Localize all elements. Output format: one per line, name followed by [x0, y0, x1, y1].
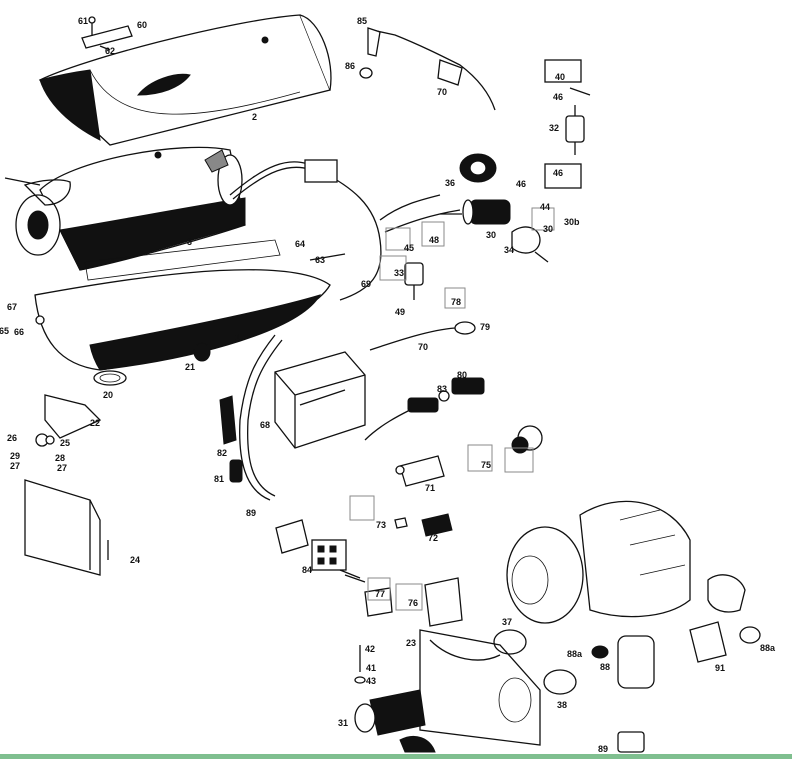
label-21: 21 — [185, 362, 195, 372]
label-24: 24 — [130, 555, 140, 565]
label-30b: 30b — [564, 217, 580, 227]
label-27-b: 27 — [57, 463, 67, 473]
relay-bracket-part — [364, 577, 541, 746]
label-46-b: 46 — [553, 168, 563, 178]
label-66: 66 — [14, 327, 24, 337]
label-45: 45 — [404, 243, 414, 253]
label-63: 63 — [315, 255, 325, 265]
label-78: 78 — [451, 297, 461, 307]
label-61: 61 — [78, 16, 88, 26]
bottom-status-bar — [0, 754, 792, 759]
label-37: 37 — [502, 617, 512, 627]
label-48: 48 — [429, 235, 439, 245]
mounting-bracket-part — [24, 394, 109, 576]
label-80: 80 — [457, 370, 467, 380]
label-85: 85 — [357, 16, 367, 26]
label-33: 33 — [394, 268, 404, 278]
dosing-pump-part — [379, 255, 424, 300]
bracket-part-60 — [81, 16, 133, 51]
glow-cable-part — [369, 287, 476, 351]
label-38: 38 — [557, 700, 567, 710]
label-64: 64 — [295, 239, 305, 249]
label-75: 75 — [481, 460, 491, 470]
label-89-left: 89 — [246, 508, 256, 518]
label-27-a: 27 — [10, 461, 20, 471]
label-69: 69 — [361, 279, 371, 289]
fuel-filter-part — [544, 59, 591, 189]
label-20: 20 — [103, 390, 113, 400]
label-83: 83 — [437, 384, 447, 394]
label-46-a: 46 — [553, 92, 563, 102]
label-31: 31 — [338, 718, 348, 728]
switch-part — [467, 425, 543, 473]
label-32: 32 — [549, 123, 559, 133]
label-81: 81 — [214, 474, 224, 484]
upper-cover-part — [38, 14, 332, 146]
wiring-harness-part — [229, 159, 461, 501]
fuel-pump-part — [440, 199, 549, 263]
label-30: 30 — [486, 230, 496, 240]
label-91: 91 — [715, 663, 725, 673]
label-70-mid: 70 — [418, 342, 428, 352]
label-67: 67 — [7, 302, 17, 312]
connector-part-80 — [364, 377, 485, 441]
label-43: 43 — [366, 676, 376, 686]
label-2: 2 — [252, 112, 257, 122]
label-68: 68 — [260, 420, 270, 430]
label-88a-left: 88a — [567, 649, 583, 659]
relay-switch-part — [395, 455, 445, 487]
connector-block-part — [275, 519, 366, 583]
label-62: 62 — [105, 46, 115, 56]
label-84: 84 — [302, 565, 312, 575]
sensor-cable-part — [359, 27, 496, 111]
label-72: 72 — [428, 533, 438, 543]
label-71: 71 — [425, 483, 435, 493]
label-36: 36 — [445, 178, 455, 188]
motor-part-31 — [354, 645, 436, 753]
label-79: 79 — [480, 322, 490, 332]
blower-motor-part — [506, 500, 691, 624]
label-25: 25 — [60, 438, 70, 448]
label-3: 3 — [187, 237, 192, 247]
lower-shell-part — [34, 239, 331, 386]
label-46-c: 46 — [516, 179, 526, 189]
label-1: 1 — [235, 332, 240, 342]
label-73: 73 — [376, 520, 386, 530]
lamp-part-72 — [349, 495, 453, 537]
label-49: 49 — [395, 307, 405, 317]
label-88: 88 — [600, 662, 610, 672]
label-28: 28 — [55, 453, 65, 463]
label-22: 22 — [90, 418, 100, 428]
label-88a-right: 88a — [760, 643, 776, 653]
label-26: 26 — [7, 433, 17, 443]
label-60: 60 — [137, 20, 147, 30]
label-44: 44 — [540, 202, 550, 212]
label-89-bottom: 89 — [598, 744, 608, 754]
control-unit-part — [274, 351, 366, 449]
label-65: 65 — [0, 326, 9, 336]
label-82: 82 — [217, 448, 227, 458]
label-30-b: 30 — [543, 224, 553, 234]
label-70-top: 70 — [437, 87, 447, 97]
label-40: 40 — [555, 72, 565, 82]
label-29: 29 — [10, 451, 20, 461]
label-41: 41 — [366, 663, 376, 673]
label-42: 42 — [365, 644, 375, 654]
label-76: 76 — [408, 598, 418, 608]
clamp-part-37 — [493, 629, 577, 695]
heater-body-part — [4, 146, 246, 271]
valve-part-88 — [591, 574, 761, 753]
label-23: 23 — [406, 638, 416, 648]
label-77: 77 — [375, 589, 385, 599]
label-86: 86 — [345, 61, 355, 71]
harness-left-part — [219, 395, 243, 483]
label-34: 34 — [504, 245, 514, 255]
